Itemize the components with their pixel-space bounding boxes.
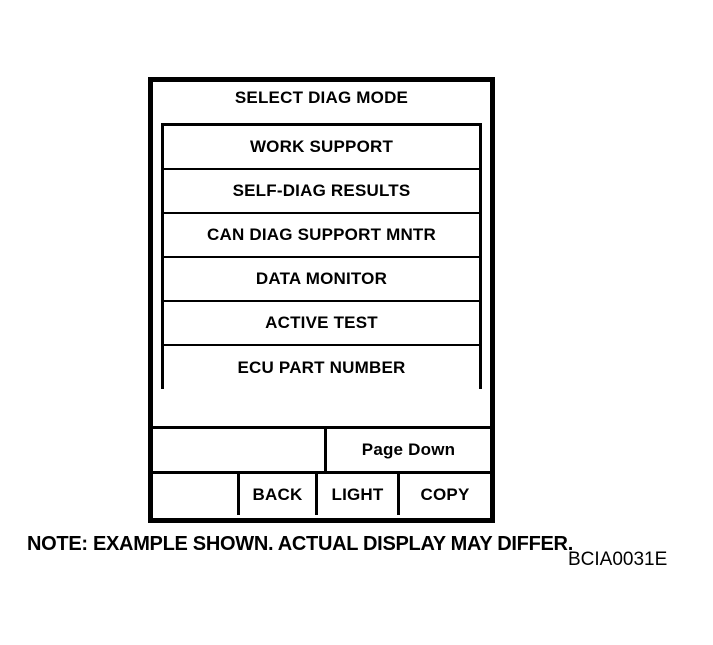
softkey-label: BACK bbox=[252, 484, 303, 504]
menu-item-self-diag-results[interactable]: SELF-DIAG RESULTS bbox=[164, 170, 479, 214]
screen-title: SELECT DIAG MODE bbox=[234, 88, 409, 107]
consult-device-screen-frame: SELECT DIAG MODE WORK SUPPORT SELF-DIAG … bbox=[148, 77, 495, 523]
menu-item-label: ACTIVE TEST bbox=[265, 313, 378, 332]
softkey-blank-top[interactable] bbox=[153, 429, 327, 471]
softkey-label: LIGHT bbox=[331, 484, 384, 504]
menu-item-label: CAN DIAG SUPPORT MNTR bbox=[207, 225, 436, 244]
softkey-light[interactable]: LIGHT bbox=[318, 474, 400, 515]
menu-item-label: ECU PART NUMBER bbox=[237, 357, 406, 377]
menu-item-data-monitor[interactable]: DATA MONITOR bbox=[164, 258, 479, 302]
menu-item-label: WORK SUPPORT bbox=[249, 137, 394, 156]
figure-reference-code: BCIA0031E bbox=[568, 549, 668, 570]
softkey-back[interactable]: BACK bbox=[240, 474, 318, 515]
softkey-page-down[interactable]: Page Down bbox=[327, 429, 490, 471]
figure-note: NOTE: EXAMPLE SHOWN. ACTUAL DISPLAY MAY … bbox=[27, 533, 573, 555]
menu-item-label: DATA MONITOR bbox=[255, 269, 388, 288]
softkey-row-bottom: BACK LIGHT COPY bbox=[153, 471, 490, 515]
softkey-copy[interactable]: COPY bbox=[400, 474, 490, 515]
softkey-row-top: Page Down bbox=[153, 426, 490, 471]
menu-item-can-diag-support-mntr[interactable]: CAN DIAG SUPPORT MNTR bbox=[164, 214, 479, 258]
softkey-area: Page Down BACK LIGHT COPY bbox=[153, 426, 490, 518]
menu-item-active-test[interactable]: ACTIVE TEST bbox=[164, 302, 479, 346]
softkey-label: Page Down bbox=[361, 440, 456, 459]
softkey-label: COPY bbox=[420, 484, 470, 504]
menu-item-work-support[interactable]: WORK SUPPORT bbox=[164, 126, 479, 170]
diag-mode-menu-list: WORK SUPPORT SELF-DIAG RESULTS CAN DIAG … bbox=[161, 123, 482, 389]
menu-item-label: SELF-DIAG RESULTS bbox=[232, 181, 411, 200]
menu-item-ecu-part-number[interactable]: ECU PART NUMBER bbox=[164, 346, 479, 389]
softkey-blank-bottom[interactable] bbox=[153, 474, 240, 515]
